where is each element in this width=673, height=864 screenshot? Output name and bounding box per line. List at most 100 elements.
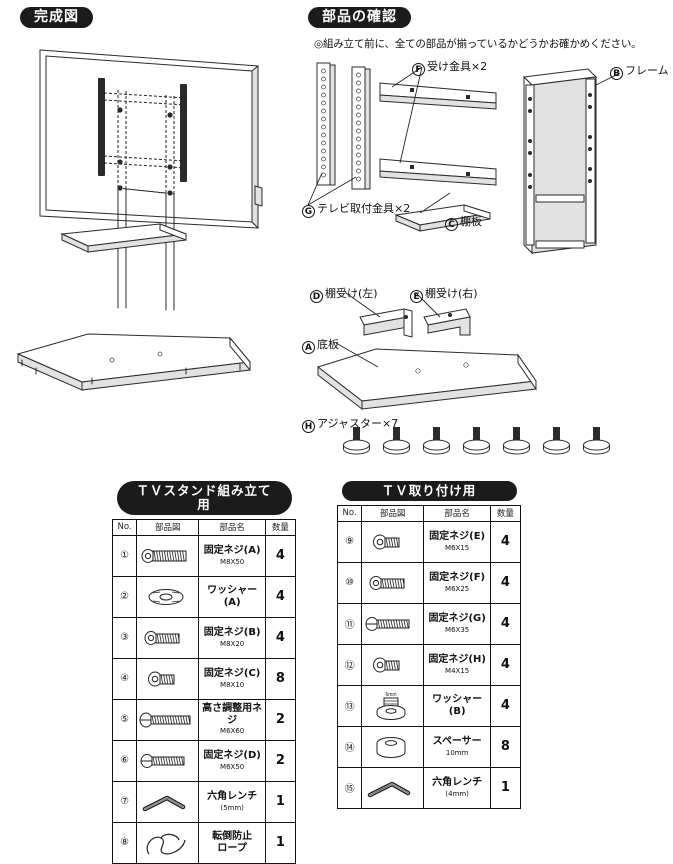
finished-diagram-title: 完成図	[20, 7, 93, 29]
part-quantity: 1	[489, 766, 522, 809]
part-name: 固定ネジ(B)M8X20	[198, 616, 266, 659]
part-quantity: 2	[264, 739, 297, 782]
part-quantity: 1	[264, 821, 297, 864]
table-header-row: No. 部品図 部品名 数量	[111, 518, 297, 536]
part-figure-washer-stack-icon: 6mm	[361, 684, 425, 727]
part-name: 固定ネジ(D)M6X50	[198, 739, 266, 782]
row-number: ⑬	[336, 684, 363, 727]
parts-check-note: ◎組み立て前に、全ての部品が揃っているかどうかお確かめください。	[314, 38, 642, 50]
row-number: ⑦	[111, 780, 138, 823]
row-number: ①	[111, 534, 138, 577]
tv-stand-assembly-table: ＴＶスタンド組み立て用 No. 部品図 部品名 数量 ① 固定ネジ(A)M8X50…	[111, 480, 297, 864]
col-no: No.	[111, 518, 138, 536]
part-quantity: 1	[264, 780, 297, 823]
parts-illustrations	[307, 62, 621, 455]
table-row: ⑧ 転倒防止ロープ 1	[111, 821, 297, 864]
part-name: 六角レンチ(5mm)	[198, 780, 266, 823]
part-label-a-text: 底板	[317, 338, 339, 351]
part-name-text: 固定ネジ(C)	[203, 668, 261, 680]
part-h-adjusters-figure	[343, 427, 610, 455]
part-spec: M6X15	[445, 543, 470, 552]
finished-title-pill: 完成図	[20, 7, 93, 29]
row-number: ⑤	[111, 698, 138, 741]
part-quantity: 4	[489, 520, 522, 563]
tv-mount-brackets	[98, 78, 187, 196]
tv-screen	[39, 49, 263, 230]
stand-posts	[117, 187, 175, 311]
part-spec: M4X15	[445, 666, 470, 675]
part-name-text: 固定ネジ(A)	[203, 545, 261, 557]
table-row: ⑦ 六角レンチ(5mm)1	[111, 780, 297, 823]
part-label-d-text: 棚受け(左)	[325, 287, 378, 300]
part-f-receiver-figure	[379, 66, 497, 186]
part-label-f-text: 受け金具×2	[427, 60, 488, 73]
table-header-row: No. 部品図 部品名 数量	[336, 504, 522, 522]
part-label-c-text: 棚板	[460, 215, 482, 228]
row-number: ⑩	[336, 561, 363, 604]
part-name-text: 固定ネジ(F)	[429, 572, 486, 584]
part-name: 固定ネジ(C)M8X10	[198, 657, 266, 700]
part-quantity: 4	[489, 684, 522, 727]
part-key-g: G	[302, 205, 315, 218]
shelf-board	[60, 223, 187, 253]
tv-stand-table-title: ＴＶスタンド組み立て用	[116, 481, 292, 515]
part-key-f: F	[412, 63, 425, 76]
part-figure-hex-wrench-icon	[361, 766, 425, 809]
part-figure-rope-icon	[136, 821, 200, 864]
part-quantity: 8	[489, 725, 522, 768]
part-quantity: 4	[264, 575, 297, 618]
table-row: ⑩ 固定ネジ(F)M6X25 4	[336, 561, 522, 604]
part-name-text: 転倒防止ロープ	[212, 831, 253, 854]
part-spec: 10mm	[445, 748, 469, 757]
part-quantity: 4	[489, 561, 522, 604]
part-spec: M6X50	[220, 762, 245, 771]
tv-stand-illustration	[16, 49, 263, 391]
part-figure-screw-med-icon	[136, 616, 200, 659]
part-spec: M6X25	[445, 584, 470, 593]
row-number: ⑫	[336, 643, 363, 686]
part-quantity: 4	[489, 643, 522, 686]
part-figure-washer-icon	[136, 575, 200, 618]
part-key-d: D	[310, 290, 323, 303]
part-quantity: 8	[264, 657, 297, 700]
part-label-e-text: 棚受け(右)	[425, 287, 478, 300]
part-figure-screw-med-icon	[361, 561, 425, 604]
part-key-e: E	[410, 290, 423, 303]
part-name-text: 固定ネジ(E)	[429, 531, 486, 543]
part-figure-screw-short-icon	[136, 657, 200, 700]
part-figure-screw-short-icon	[361, 520, 425, 563]
part-spec: (4mm)	[445, 789, 469, 798]
finished-diagram-panel: 完成図	[0, 0, 300, 470]
part-a-base-figure	[316, 342, 537, 411]
col-qty: 数量	[489, 504, 522, 522]
row-number: ⑧	[111, 821, 138, 864]
parts-tables: ＴＶスタンド組み立て用 No. 部品図 部品名 数量 ① 固定ネジ(A)M8X50…	[0, 480, 673, 864]
part-name: 固定ネジ(A)M8X50	[198, 534, 266, 577]
part-name-text: 固定ネジ(H)	[428, 654, 486, 666]
part-name: 六角レンチ(4mm)	[423, 766, 491, 809]
part-spec: M8X50	[220, 557, 245, 566]
part-name: 固定ネジ(E)M6X15	[423, 520, 491, 563]
part-figure-spacer-icon	[361, 725, 425, 768]
part-figure-screw-long-icon	[361, 602, 425, 645]
part-key-c: C	[445, 218, 458, 231]
parts-confirmation-panel: 部品の確認 ◎組み立て前に、全ての部品が揃っているかどうかお確かめください。	[300, 0, 673, 470]
row-number: ③	[111, 616, 138, 659]
part-name: 固定ネジ(G)M6X35	[423, 602, 491, 645]
part-d-left-support-figure	[345, 292, 413, 338]
svg-text:6mm: 6mm	[386, 692, 397, 698]
